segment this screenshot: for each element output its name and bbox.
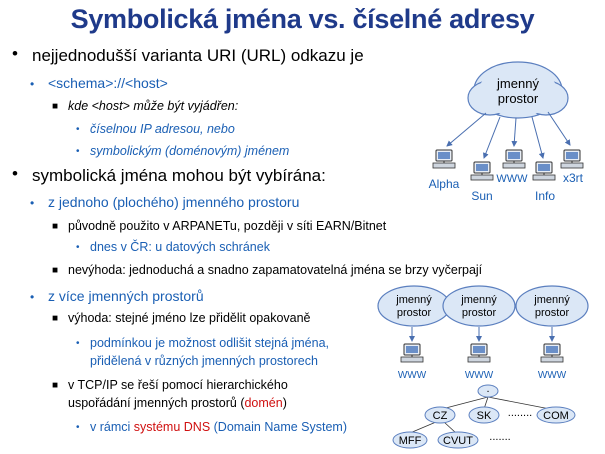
computer-icon (470, 161, 494, 181)
computer-icon (560, 149, 584, 169)
bullet-line-13a: podmínkou je možnost odlišit stejná jmén… (90, 336, 330, 350)
bullet-line-9: dnes v ČR: u datových schránek (90, 240, 270, 254)
cloud-icon (442, 285, 516, 327)
bullet-icon: • (12, 164, 18, 183)
bullet-icon: • (76, 146, 80, 157)
dns-node-root: . (477, 383, 499, 398)
bullet-icon: • (30, 290, 35, 304)
bullet-line-7: z jednoho (plochého) jmenného prostoru (48, 194, 300, 210)
svg-text:.: . (486, 383, 489, 395)
dns-node-cz: CZ (424, 406, 456, 424)
svg-text:CVUT: CVUT (443, 435, 473, 447)
computer-icon (432, 149, 456, 169)
bullet-line-1: nejjednodušší varianta URI (URL) odkazu … (32, 46, 364, 65)
cloud-icon (467, 61, 569, 119)
host-label: WWW (496, 173, 528, 185)
bullet-line-11: z více jmenných prostorů (48, 288, 204, 304)
bullet-line-2: <schema>://<host> (48, 75, 168, 91)
bullet-line-13b: přidělená v různých jmenných prostorech (90, 354, 318, 368)
bullet-icon: • (76, 422, 80, 433)
computer-icon (467, 343, 491, 363)
bullet-line-14a: v TCP/IP se řeší pomocí hierarchického (68, 378, 288, 392)
bullet-icon: • (30, 77, 35, 91)
cloud-icon (377, 285, 451, 327)
bullet-line-10: nevýhoda: jednoduchá a snadno zapamatova… (68, 263, 483, 277)
bullet-line-3: kde <host> může být vyjádřen: (68, 99, 239, 113)
computer-icon (540, 343, 564, 363)
svg-text:COM: COM (543, 410, 569, 422)
cloud-label: jmenný (460, 294, 497, 306)
dns-dots: ....... (489, 431, 510, 443)
cloud-label: jmenný (533, 294, 570, 306)
slide-title: Symbolická jména vs. číselné adresy (70, 4, 535, 34)
cloud-label: jmenný (395, 294, 432, 306)
highlight-dns: systému DNS (133, 420, 211, 434)
dns-node-mff: MFF (392, 431, 428, 449)
www-label: WWW (538, 370, 567, 381)
host-label: Alpha (429, 177, 460, 191)
svg-text:CZ: CZ (433, 410, 448, 422)
cloud-label-1: jmenný (496, 76, 539, 91)
bullet-icon: • (76, 338, 80, 349)
bullet-line-14b: uspořádání jmenných prostorů (domén) (68, 396, 287, 410)
bullet-icon: • (76, 242, 80, 253)
dns-dots: ........ (508, 407, 532, 419)
highlight-domeny: domén (244, 396, 283, 410)
www-label: WWW (398, 370, 427, 381)
cloud-label-2: prostor (498, 91, 539, 106)
bullet-line-6: symbolická jména mohou být vybírána: (32, 166, 326, 185)
bullet-line-12: výhoda: stejné jméno lze přidělit opakov… (68, 311, 311, 325)
bullet-icon: ■ (52, 221, 59, 232)
dns-node-cvut: CVUT (437, 431, 479, 449)
bullet-line-4: číselnou IP adresou, nebo (90, 122, 235, 136)
bullet-icon: • (12, 44, 18, 63)
computer-icon (502, 149, 526, 169)
host-label: x3rt (563, 171, 584, 185)
top-namespace-diagram: jmenný prostor Alpha Sun WWW Info x3rt (429, 61, 584, 203)
bullet-icon: ■ (52, 101, 59, 112)
host-label: Sun (471, 189, 492, 203)
cloud-label: prostor (397, 307, 432, 319)
bullet-icon: • (76, 124, 80, 135)
dns-node-sk: SK (468, 406, 500, 424)
bullet-icon: ■ (52, 313, 59, 324)
host-label: Info (535, 189, 555, 203)
cloud-label: prostor (535, 307, 570, 319)
cloud-label: prostor (462, 307, 497, 319)
dns-node-com: COM (536, 406, 576, 424)
bullet-line-15: v rámci systému DNS (Domain Name System) (90, 420, 347, 434)
bottom-namespaces-diagram: jmenný prostor jmenný prostor jmenný pro… (377, 285, 589, 449)
bullet-line-5: symbolickým (doménovým) jménem (90, 144, 290, 158)
www-label: WWW (465, 370, 494, 381)
svg-text:SK: SK (477, 410, 492, 422)
computer-icon (532, 161, 556, 181)
bullet-icon: ■ (52, 265, 59, 276)
bullet-icon: ■ (52, 380, 59, 391)
bullet-line-8: původně použito v ARPANETu, později v sí… (68, 219, 387, 233)
computer-icon (400, 343, 424, 363)
cloud-icon (515, 285, 589, 327)
svg-text:MFF: MFF (399, 435, 422, 447)
bullet-icon: • (30, 196, 35, 210)
